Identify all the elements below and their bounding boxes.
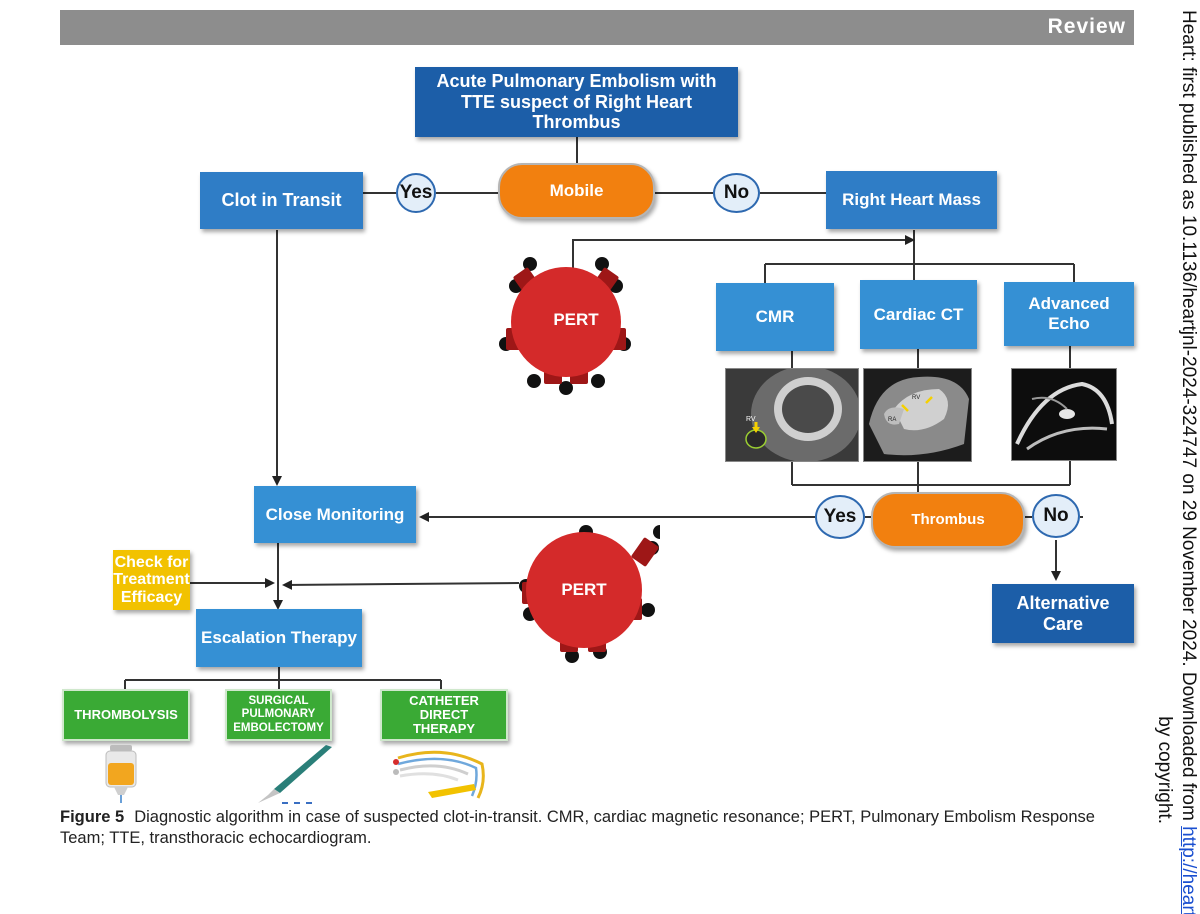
- clot-in-transit-node: Clot in Transit: [200, 172, 363, 229]
- ct-rv-label: RV: [912, 395, 920, 401]
- cardiac-ct-image: RV RA: [863, 368, 972, 462]
- pert-top-label: PERT: [553, 310, 599, 330]
- pert-top-team: [499, 257, 631, 395]
- mobile-yes-bubble: Yes: [396, 173, 436, 213]
- scalpel-icon: [258, 745, 332, 804]
- close-monitoring-node: Close Monitoring: [254, 486, 416, 543]
- mobile-decision: Mobile: [498, 163, 655, 219]
- side-note-text: Heart: first published as 10.1136/heartj…: [1178, 10, 1199, 827]
- catheter-icon: [393, 750, 485, 799]
- catheter-direct-therapy-node: CATHETER DIRECT THERAPY: [380, 689, 508, 741]
- catheter-line2: DIRECT: [419, 706, 469, 722]
- surgical-line2: PULMONARY: [241, 708, 316, 721]
- side-note-line2: by copyright.: [1154, 716, 1175, 824]
- advanced-echo-line1: Advanced: [1028, 294, 1110, 314]
- catheter-line1: CATHETER: [409, 692, 479, 708]
- header-bar: Review: [60, 10, 1134, 45]
- surgical-embolectomy-node: SURGICAL PULMONARY EMBOLECTOMY: [225, 689, 332, 741]
- advanced-echo-line2: Echo: [1048, 314, 1090, 333]
- alternative-care-line1: Alternative: [1016, 592, 1110, 613]
- side-note: Heart: first published as 10.1136/heartj…: [1138, 10, 1200, 914]
- caption-text: Diagnostic algorithm in case of suspecte…: [60, 808, 1095, 848]
- advanced-echo-image: [1011, 368, 1117, 461]
- alternative-care-line2: Care: [1042, 613, 1084, 634]
- catheter-line3: THERAPY: [412, 721, 476, 737]
- section-label: Review: [1047, 15, 1126, 38]
- check-efficacy-node: Check for Treatment Efficacy: [113, 550, 190, 610]
- cmr-image: RV: [725, 368, 859, 462]
- escalation-therapy-node: Escalation Therapy: [196, 609, 362, 667]
- thrombus-no-bubble: No: [1032, 494, 1080, 538]
- surgical-line3: EMBOLECTOMY: [233, 721, 324, 734]
- check-efficacy-line3: Efficacy: [120, 588, 183, 606]
- cmr-rv-label: RV: [746, 416, 756, 423]
- side-note-line1: Heart: first published as 10.1136/heartj…: [1176, 10, 1200, 914]
- start-node-line1: Acute Pulmonary Embolism with: [436, 70, 717, 91]
- alternative-care-node: Alternative Care: [992, 584, 1134, 643]
- cardiac-ct-node: Cardiac CT: [860, 280, 977, 349]
- mobile-no-bubble: No: [713, 173, 760, 213]
- iv-bag-icon: [105, 745, 137, 803]
- check-efficacy-line2: Treatment: [113, 571, 190, 589]
- start-node-line2: TTE suspect of Right Heart Thrombus: [460, 91, 693, 133]
- thrombus-decision: Thrombus: [871, 492, 1025, 548]
- thrombolysis-node: THROMBOLYSIS: [62, 689, 190, 741]
- thrombus-yes-bubble: Yes: [815, 495, 865, 539]
- right-heart-mass-node: Right Heart Mass: [826, 171, 997, 229]
- pert-bottom-team: [519, 525, 660, 663]
- caption-label: Figure 5: [60, 808, 125, 826]
- surgical-line1: SURGICAL: [248, 695, 309, 708]
- ct-ra-label: RA: [888, 417, 896, 423]
- source-link[interactable]: http://heart: [1178, 826, 1199, 914]
- advanced-echo-node: Advanced Echo: [1004, 282, 1134, 346]
- cmr-node: CMR: [716, 283, 834, 351]
- pert-bottom-label: PERT: [561, 580, 607, 600]
- start-node: Acute Pulmonary Embolism with TTE suspec…: [415, 67, 738, 137]
- check-efficacy-line1: Check for: [114, 553, 189, 571]
